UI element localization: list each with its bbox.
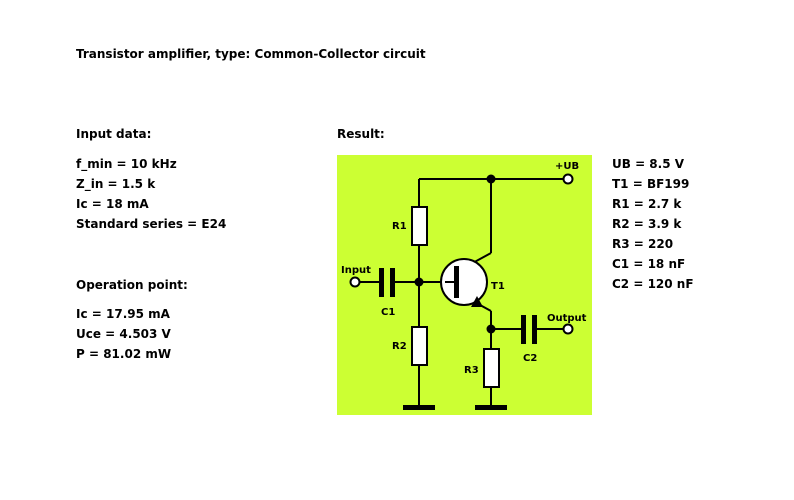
resistor-r3	[483, 348, 500, 388]
transistor-base-bar	[454, 266, 459, 298]
junction-rail	[486, 174, 496, 184]
capacitor-c1-right-plate	[390, 268, 395, 297]
junction-emitter	[486, 324, 496, 334]
result-line-r3: R3 = 220	[612, 237, 674, 251]
transistor-t1-body	[440, 258, 488, 306]
terminal-ub	[562, 173, 574, 185]
label-r1: R1	[392, 221, 407, 232]
input-line-zin: Z_in = 1.5 k	[76, 177, 156, 191]
operation-point-heading: Operation point:	[76, 278, 188, 292]
capacitor-c2-right-plate	[532, 315, 537, 344]
label-input: Input	[341, 265, 371, 276]
label-r2: R2	[392, 341, 407, 352]
op-line-power: P = 81.02 mW	[76, 347, 172, 361]
label-c1: C1	[381, 307, 395, 318]
result-line-ub: UB = 8.5 V	[612, 157, 685, 171]
input-line-series: Standard series = E24	[76, 217, 227, 231]
result-line-r2: R2 = 3.9 k	[612, 217, 682, 231]
ground-bar-r2	[403, 405, 435, 410]
result-line-c1: C1 = 18 nF	[612, 257, 686, 271]
input-line-fmin: f_min = 10 kHz	[76, 157, 177, 171]
emitter-arrow-icon	[471, 296, 483, 307]
label-output: Output	[547, 313, 587, 324]
resistor-r2	[411, 326, 428, 366]
circuit-schematic: +UB Input Output R1 R2 R3 C1 C2 T1	[337, 155, 592, 415]
input-data-list: f_min = 10 kHz Z_in = 1.5 k Ic = 18 mA S…	[76, 157, 226, 237]
junction-base	[414, 277, 424, 287]
op-line-ic: Ic = 17.95 mA	[76, 307, 170, 321]
result-list: UB = 8.5 V T1 = BF199 R1 = 2.7 k R2 = 3.…	[612, 157, 694, 297]
terminal-input	[349, 276, 361, 288]
label-ub: +UB	[555, 161, 579, 172]
ground-bar-r3	[475, 405, 507, 410]
capacitor-c2-left-plate	[521, 315, 526, 344]
result-line-t1: T1 = BF199	[612, 177, 690, 191]
result-line-c2: C2 = 120 nF	[612, 277, 694, 291]
result-heading: Result:	[337, 127, 385, 141]
operation-point-list: Ic = 17.95 mA Uce = 4.503 V P = 81.02 mW	[76, 307, 171, 367]
result-line-r1: R1 = 2.7 k	[612, 197, 682, 211]
terminal-output	[562, 323, 574, 335]
label-r3: R3	[464, 365, 479, 376]
resistor-r1	[411, 206, 428, 246]
op-line-uce: Uce = 4.503 V	[76, 327, 171, 341]
input-data-heading: Input data:	[76, 127, 152, 141]
page-title: Transistor amplifier, type: Common-Colle…	[76, 47, 426, 61]
input-line-ic: Ic = 18 mA	[76, 197, 149, 211]
label-c2: C2	[523, 353, 537, 364]
label-t1: T1	[491, 281, 505, 292]
capacitor-c1-left-plate	[379, 268, 384, 297]
